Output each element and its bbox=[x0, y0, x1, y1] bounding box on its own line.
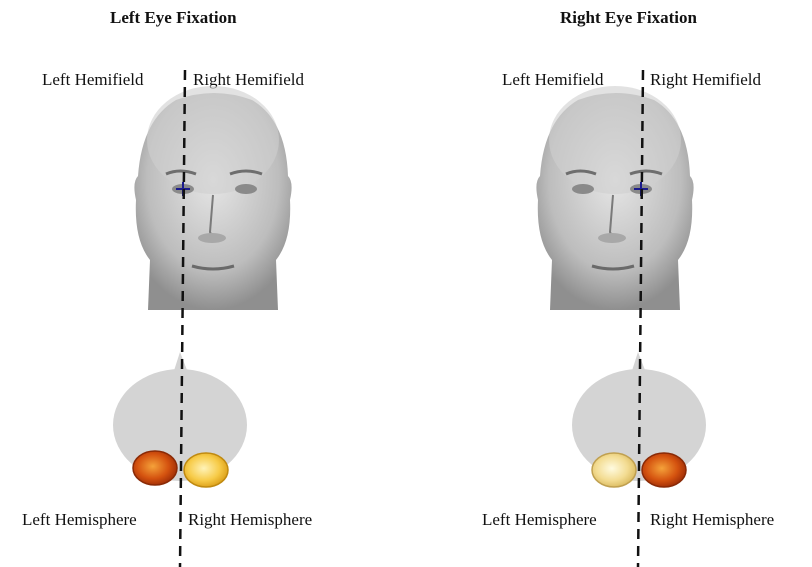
left-hemisphere-activation bbox=[592, 453, 636, 487]
left-fixation-diagram bbox=[0, 0, 406, 567]
right-eye-fixation-panel: Right Eye Fixation Left Hemifield Right … bbox=[406, 0, 812, 567]
right-hemisphere-label: Right Hemisphere bbox=[650, 510, 774, 530]
right-hemisphere-activation bbox=[184, 453, 228, 487]
right-fixation-diagram bbox=[406, 0, 812, 567]
right-hemisphere-activation bbox=[642, 453, 686, 487]
face-image bbox=[134, 86, 291, 310]
left-hemisphere-label: Left Hemisphere bbox=[482, 510, 597, 530]
left-hemisphere-label: Left Hemisphere bbox=[22, 510, 137, 530]
left-hemisphere-activation bbox=[133, 451, 177, 485]
left-eye-fixation-panel: Left Eye Fixation Left Hemifield Right H… bbox=[0, 0, 406, 567]
face-image bbox=[536, 86, 693, 310]
right-hemisphere-label: Right Hemisphere bbox=[188, 510, 312, 530]
